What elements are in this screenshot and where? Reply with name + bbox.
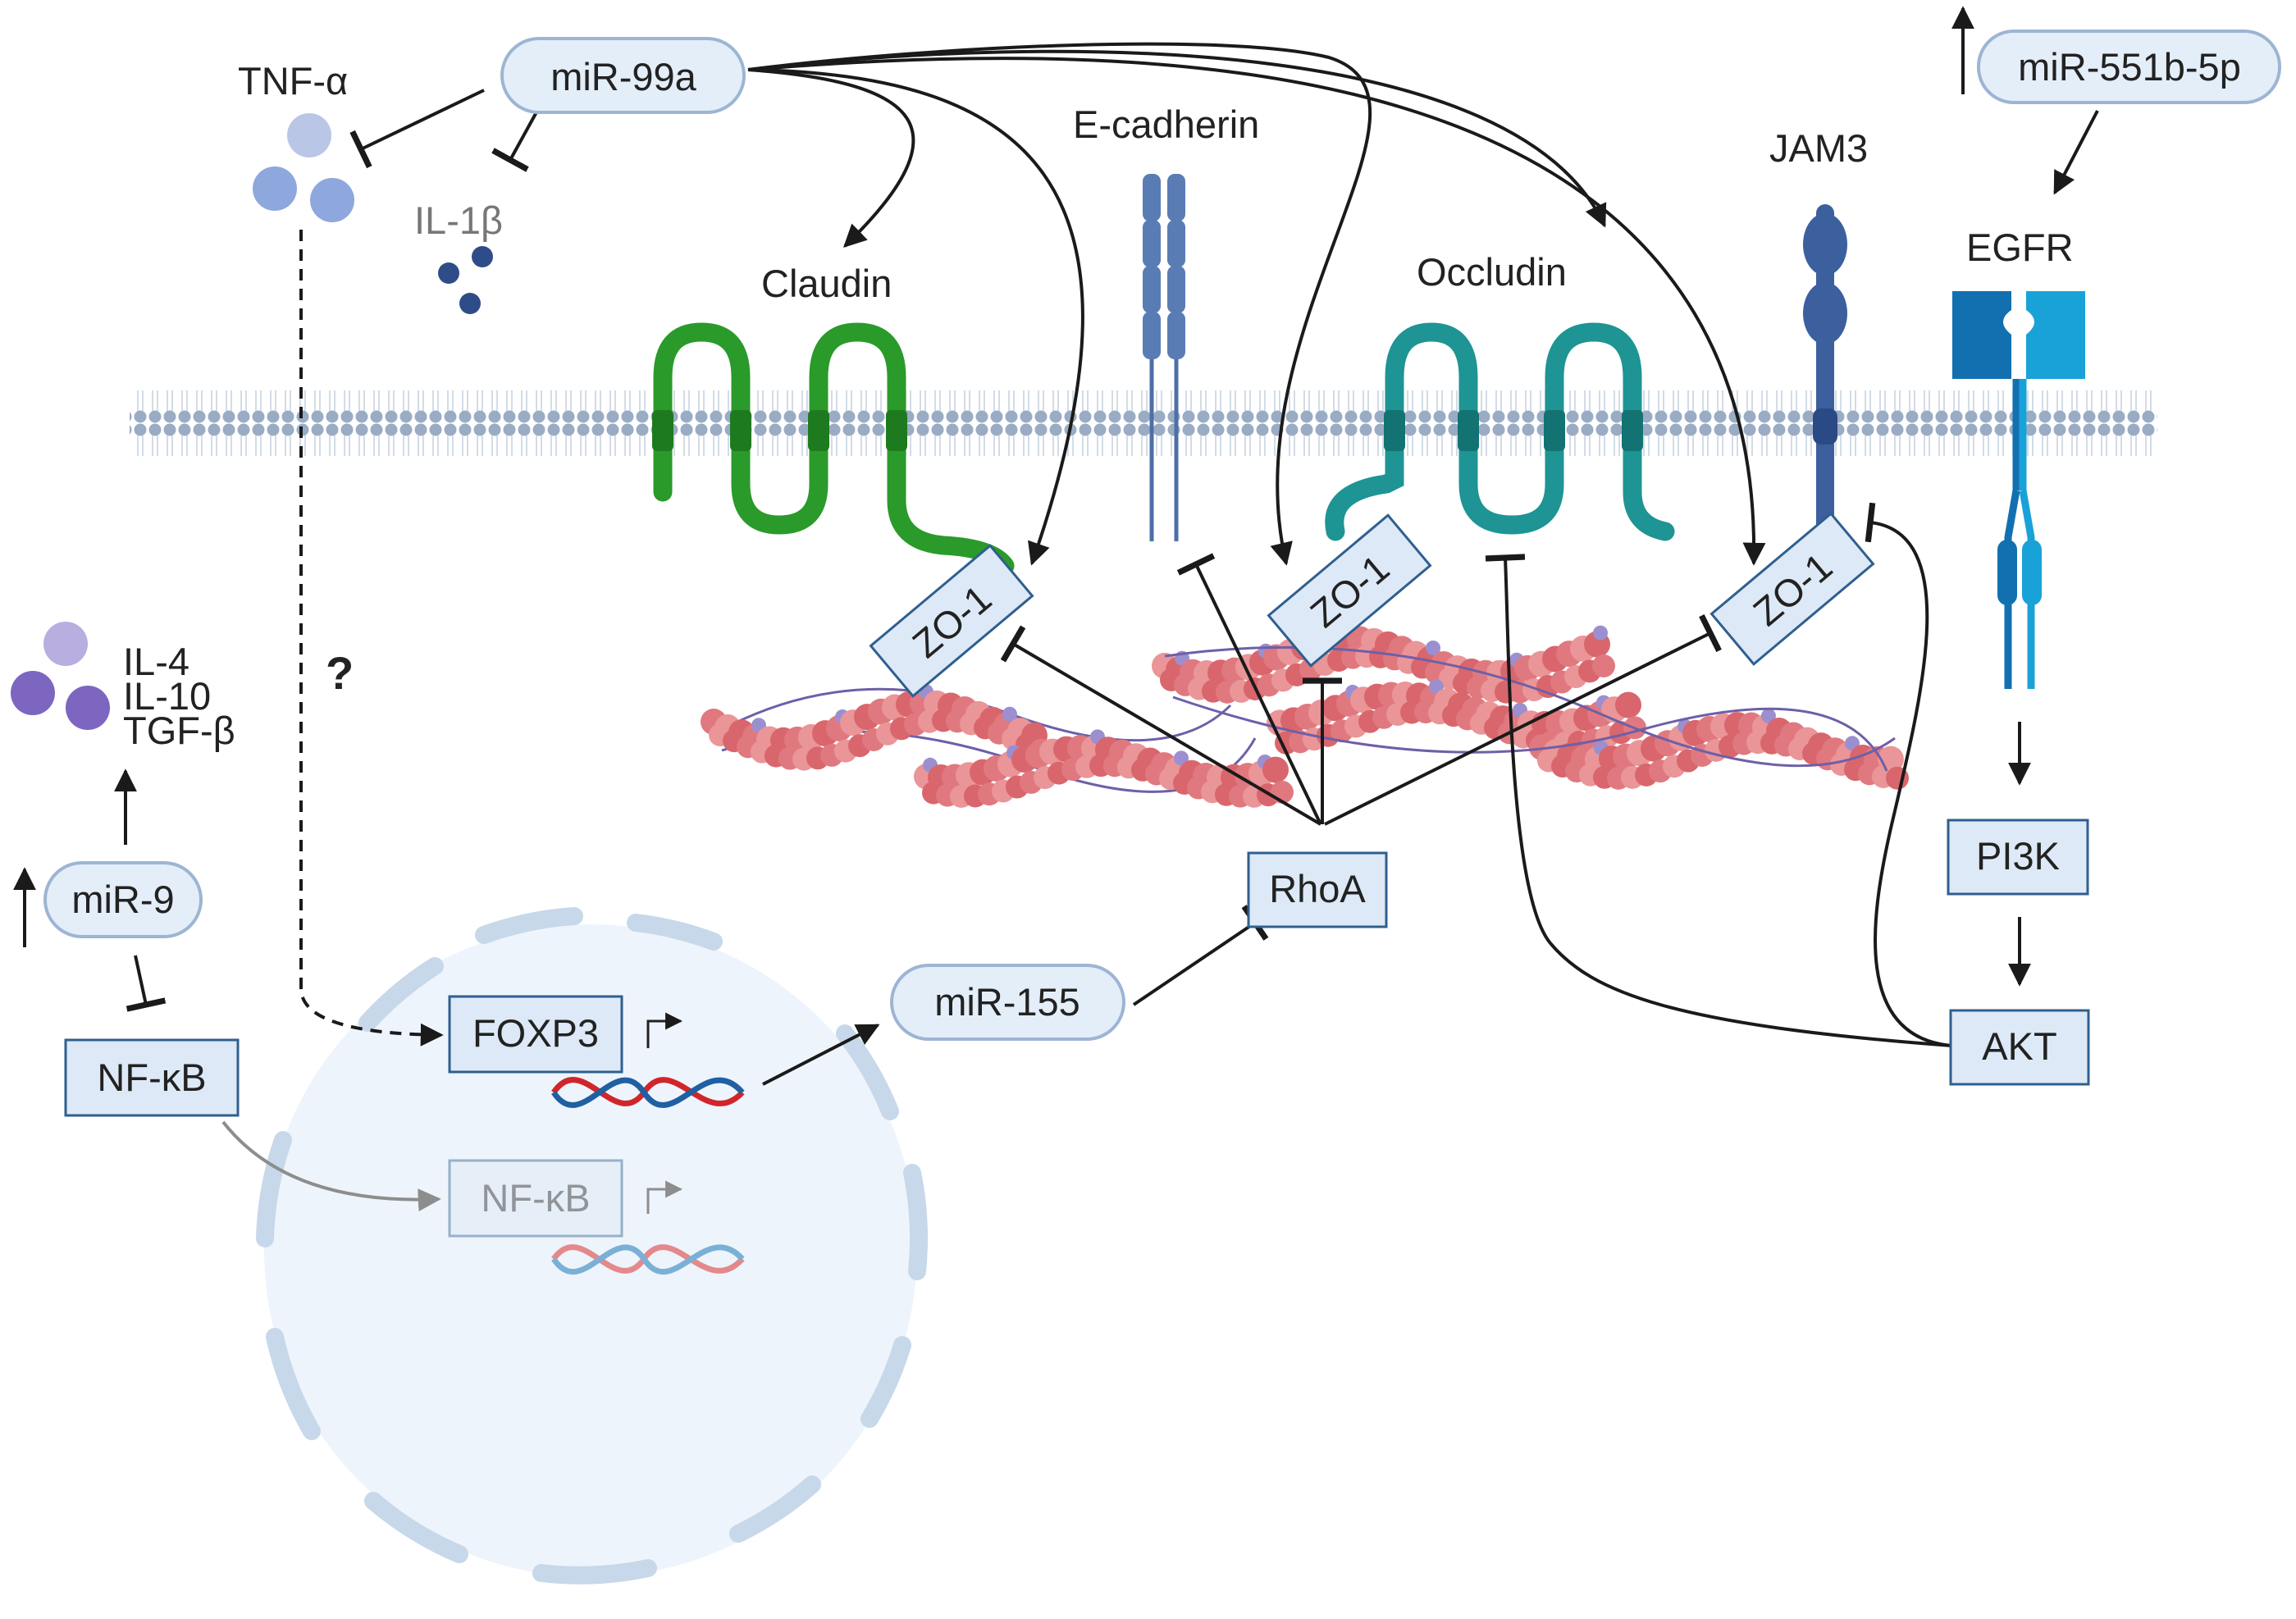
mir-99a-label: miR-99a bbox=[550, 55, 696, 98]
edge-foxp3-mir155 bbox=[762, 1024, 880, 1086]
edge-rhoa-inhibits-zo1-right bbox=[1324, 613, 1722, 826]
edge-rhoa-inhibits-ecadherin bbox=[1176, 553, 1322, 825]
edge-mir99a-claudin bbox=[747, 68, 915, 248]
edge-mir99a-occludin bbox=[747, 49, 1607, 228]
edge-tnf-foxp3-dashed bbox=[299, 230, 444, 1047]
zo1-right-node: ZO-1 bbox=[1709, 512, 1875, 666]
edge-akt-inhibits-occludin bbox=[1485, 554, 1953, 1047]
il-1beta-particles bbox=[438, 246, 493, 314]
mir-155-label: miR-155 bbox=[934, 980, 1080, 1024]
e-cadherin-label: E-cadherin bbox=[1073, 103, 1259, 146]
akt-node: AKT bbox=[1949, 1009, 2090, 1086]
cell-membrane bbox=[130, 387, 2157, 458]
mir-9-label: miR-9 bbox=[71, 878, 174, 921]
edge-mir99a-zo1-middle bbox=[747, 42, 1372, 566]
foxp3-label: FOXP3 bbox=[472, 1011, 599, 1055]
edge-mir99a-inhibits-tnf bbox=[349, 89, 485, 169]
edge-akt-inhibits-jam3 bbox=[1865, 502, 1953, 1047]
tnf-alpha-label: TNF-α bbox=[238, 59, 348, 103]
edge-rhoa-inhibits-zo1-left bbox=[1000, 625, 1322, 826]
protein-box-nodes: RhoA PI3K AKT NF-κB FOXP3 NF-κB ZO-1 bbox=[64, 512, 2090, 1238]
il-4-label: IL-4 bbox=[123, 640, 189, 683]
il-10-label: IL-10 bbox=[123, 674, 211, 718]
edge-mir99a-zo1-right bbox=[747, 57, 1766, 566]
pi3k-label: PI3K bbox=[1976, 834, 2060, 878]
zo1-left-node: ZO-1 bbox=[869, 544, 1034, 698]
nfkb-nucleus-node: NF-κB bbox=[448, 1159, 623, 1238]
edge-mir9-inhibits-nfkb bbox=[126, 955, 167, 1012]
rhoa-label: RhoA bbox=[1269, 867, 1366, 910]
actin-binding-protein bbox=[1429, 679, 1444, 695]
edge-mir551-egfr bbox=[2053, 110, 2099, 195]
tnf-alpha-particles bbox=[253, 113, 354, 222]
pi3k-node: PI3K bbox=[1947, 819, 2089, 896]
occludin-protein bbox=[1325, 322, 1675, 541]
actin-binding-protein bbox=[1426, 640, 1440, 655]
jam3-label: JAM3 bbox=[1769, 126, 1868, 170]
nfkb-nucleus-label: NF-κB bbox=[481, 1176, 590, 1220]
actin-binding-protein bbox=[1761, 708, 1776, 723]
nfkb-label: NF-κB bbox=[97, 1056, 206, 1099]
mir-9-node: miR-9 bbox=[43, 861, 203, 938]
edge-mir99a-zo1-left bbox=[747, 68, 1084, 566]
e-cadherin-protein bbox=[1143, 174, 1185, 541]
edge-mir155-inhibits-rhoa bbox=[1132, 905, 1269, 1006]
akt-label: AKT bbox=[1982, 1024, 2056, 1068]
mir-551b-5p-label: miR-551b-5p bbox=[2018, 45, 2241, 89]
edge-mir99a-inhibits-il1b bbox=[491, 110, 539, 172]
mir-99a-node: miR-99a bbox=[500, 37, 746, 114]
occludin-label: Occludin bbox=[1417, 250, 1567, 294]
egfr-label: EGFR bbox=[1966, 226, 2074, 269]
nfkb-node: NF-κB bbox=[64, 1038, 240, 1117]
rhoa-node: RhoA bbox=[1247, 851, 1388, 928]
egfr-receptor bbox=[1952, 291, 2085, 689]
foxp3-node: FOXP3 bbox=[448, 995, 623, 1074]
actin-filaments bbox=[701, 620, 1909, 808]
jam3-protein bbox=[1803, 204, 1847, 534]
claudin-label: Claudin bbox=[761, 262, 892, 305]
actin-bead bbox=[1615, 691, 1641, 718]
mir-155-node: miR-155 bbox=[890, 964, 1125, 1041]
actin-binding-protein bbox=[1002, 706, 1017, 722]
actin-bead bbox=[1262, 756, 1289, 783]
pathway-edges bbox=[12, 6, 2099, 1212]
mir-551b-5p-node: miR-551b-5p bbox=[1977, 30, 2281, 104]
anti-inflammatory-cytokine-particles bbox=[11, 622, 110, 730]
claudin-protein bbox=[652, 322, 1015, 576]
plain-labels: TNF-α IL-1β IL-4 IL-10 TGF-β Claudin E-c… bbox=[123, 59, 2074, 752]
actin-binding-protein bbox=[1593, 625, 1608, 641]
edge-nfkb-to-nucleus bbox=[221, 1120, 441, 1212]
mirna-nodes: miR-99a miR-551b-5p miR-9 miR-155 bbox=[43, 30, 2281, 1041]
foxp3-dna-helix bbox=[551, 1012, 745, 1108]
actin-binding-protein bbox=[1174, 750, 1189, 766]
actin-bead bbox=[1592, 654, 1615, 677]
nfkb-dna-helix bbox=[551, 1180, 745, 1275]
unknown-link-question-mark: ? bbox=[326, 647, 354, 699]
tgf-beta-label: TGF-β bbox=[123, 709, 235, 752]
il-1beta-label: IL-1β bbox=[414, 198, 503, 242]
